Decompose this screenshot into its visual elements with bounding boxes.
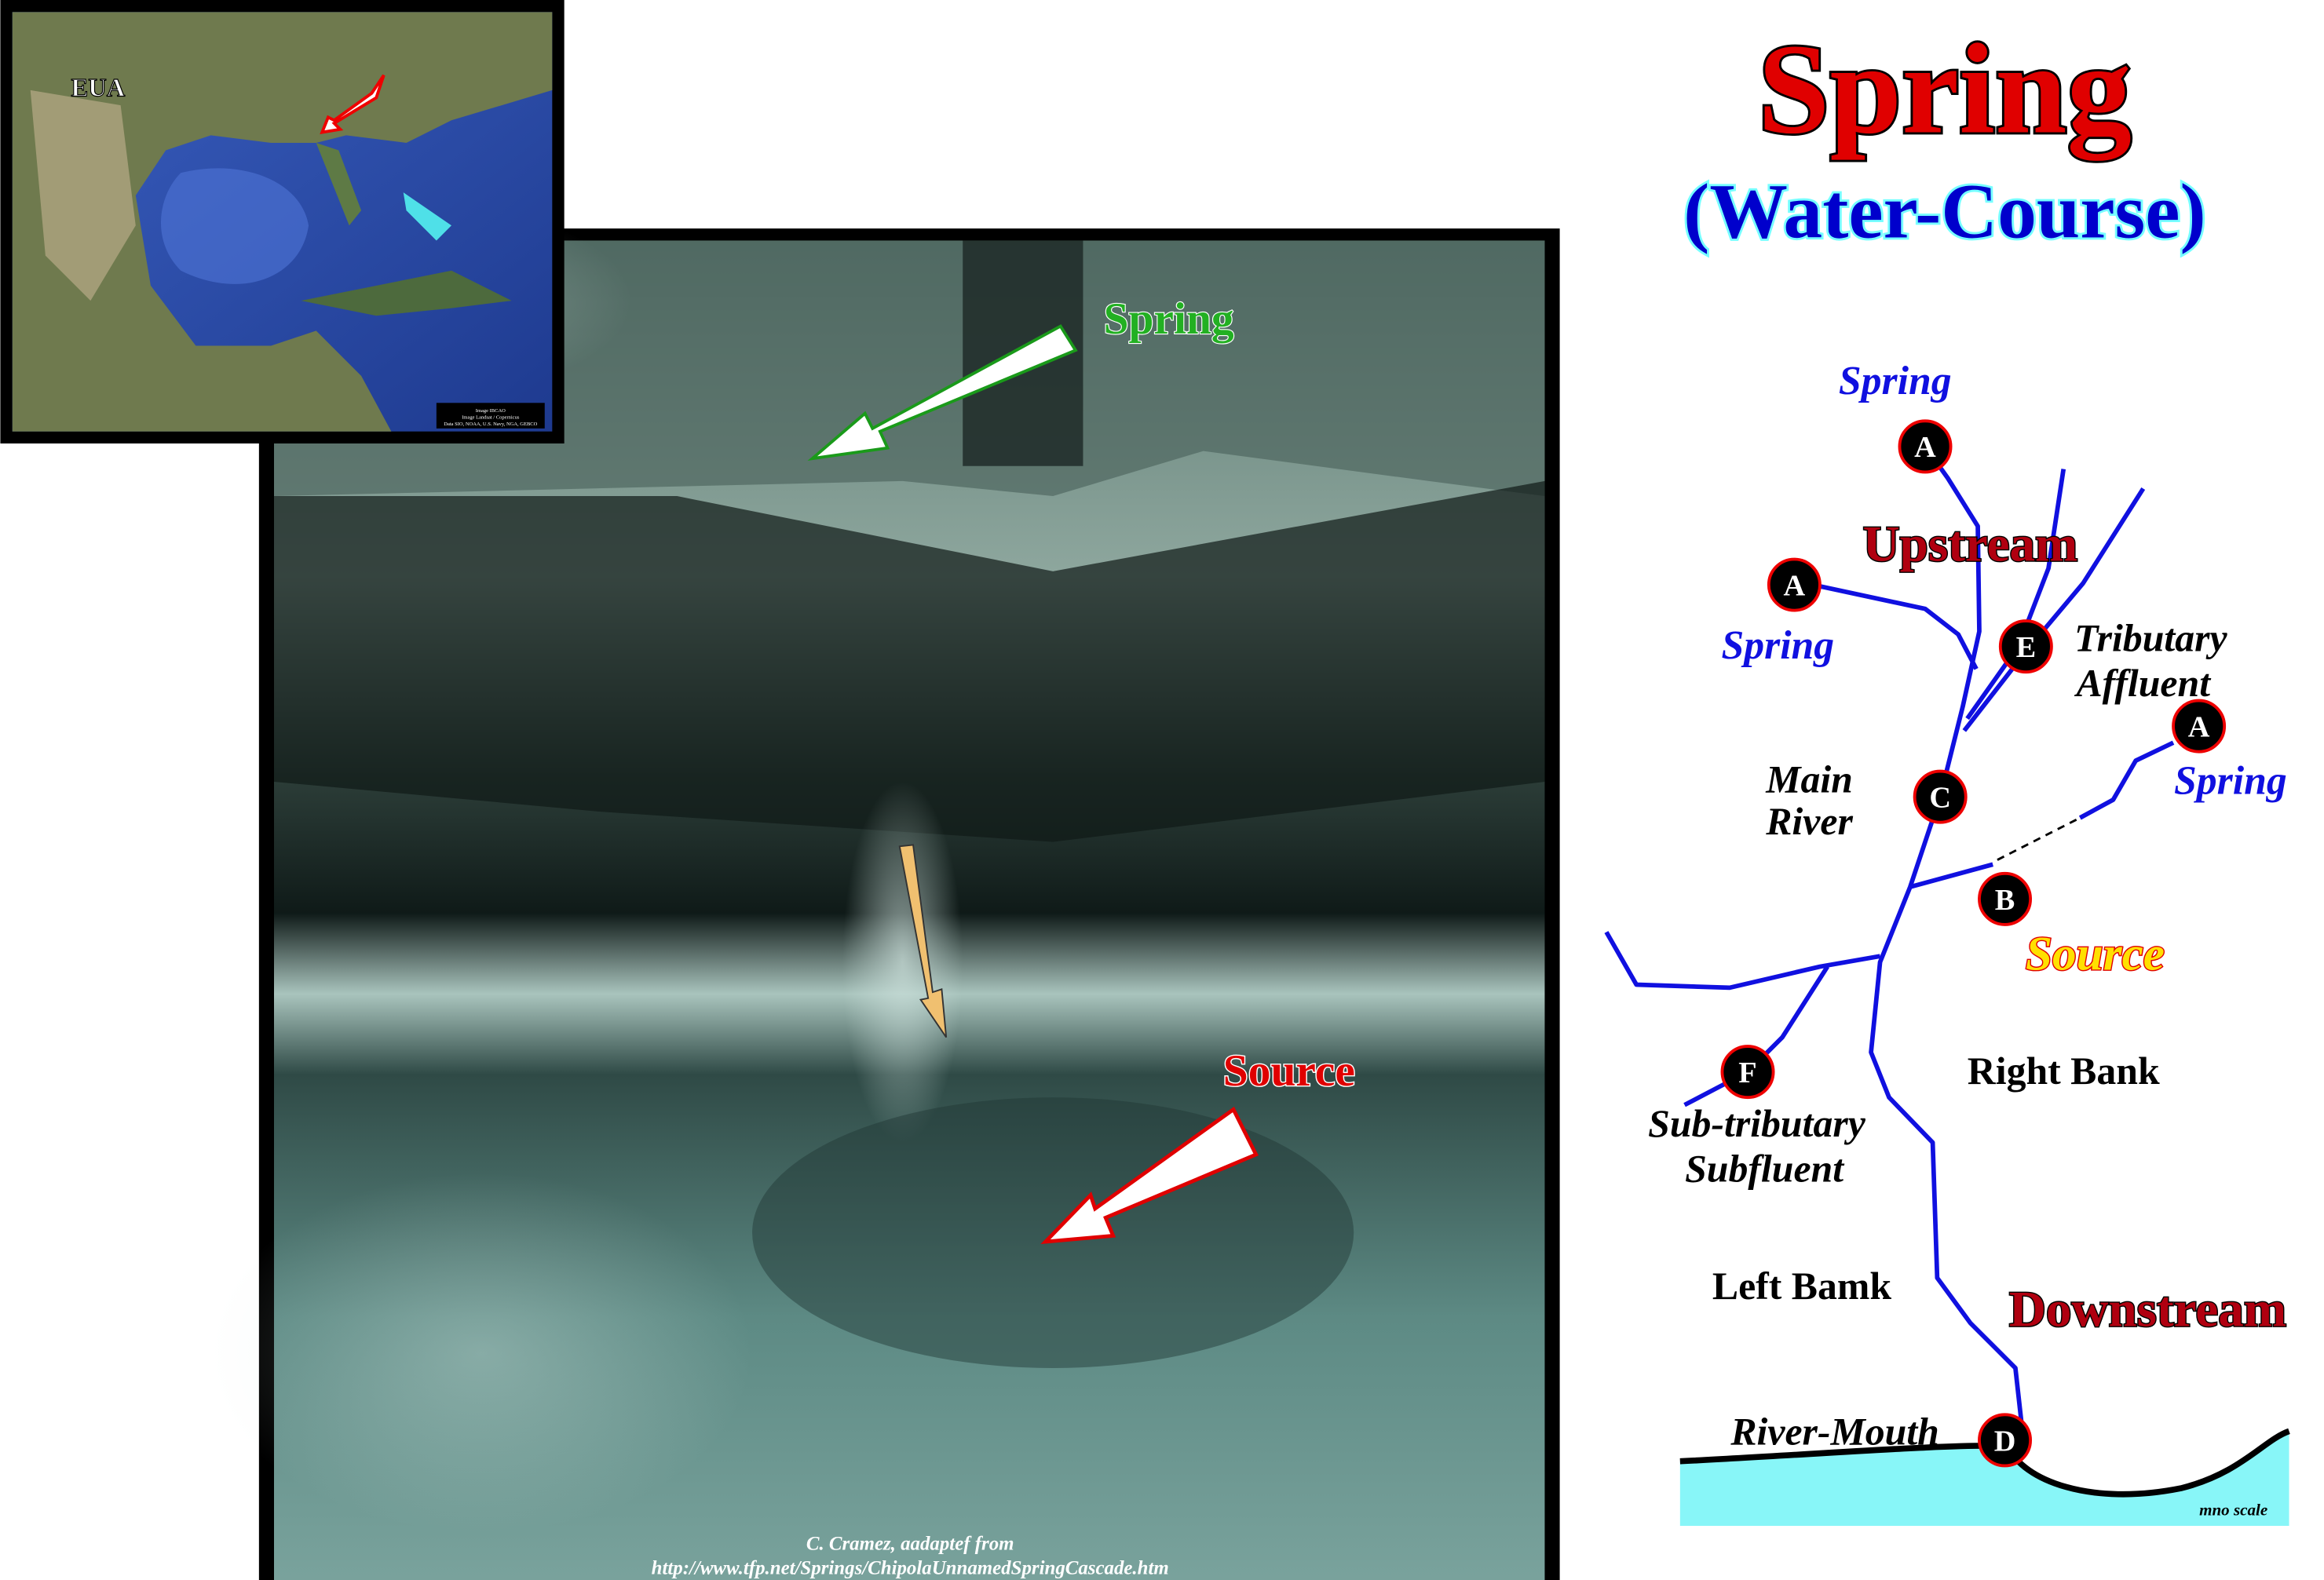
spring-label-right: Spring [2174,758,2287,803]
location-arrow-icon [320,74,386,134]
land-north-america [12,12,553,432]
tributary-branch-1 [1965,469,2066,721]
right-bank-label: Right Bank [1968,1049,2160,1093]
land-cuba [301,270,512,316]
point-a-top: A [1898,419,1953,474]
spring-photo: Spring Source C. Cramez, aadaptef from h… [210,210,1560,1580]
source-branch [1909,862,1993,889]
point-e: E [1998,619,2053,674]
point-a-left: A [1767,557,1822,612]
spring-label-left: Spring [1721,623,1834,668]
scale-note: mno scale [2199,1501,2267,1520]
photo-source-label: Source [1223,1046,1355,1096]
map-label-eua: EUA [71,75,126,103]
photo-credit-url: http://www.tfp.net/Springs/ChipolaUnname… [652,1557,1169,1578]
source-arrow-icon [1040,1106,1259,1245]
left-bank-label: Left Bamk [1712,1264,1891,1308]
photo-spring-label: Spring [1104,294,1234,344]
map-inset: EUA Image IBCAO Image Landsat / Copernic… [0,0,565,444]
svg-text:A: A [2188,711,2210,744]
svg-text:F: F [1738,1056,1756,1089]
affluent-label: Affluent [2074,662,2212,705]
flow-arrow-icon [898,844,948,1038]
land-florida [316,142,362,226]
svg-text:A: A [1784,569,1806,602]
point-f: F [1720,1045,1775,1100]
map-credits-box [436,403,545,429]
map-credit-2: Image Landsat / Copernicus [462,414,520,420]
svg-text:A: A [1914,431,1936,464]
river-label: River [1765,800,1853,843]
coastline [1679,1428,2290,1498]
point-b: B [1978,871,2033,926]
underground-flow-dashed [1997,816,2081,861]
upstream-label: Upstream [1863,516,2078,572]
water-reflection [842,781,963,1143]
svg-text:B: B [1995,884,2015,917]
spring-label-top: Spring [1839,359,1952,403]
main-river [1869,445,2026,1436]
point-d: D [1978,1413,2033,1468]
river-diagram: Spring Spring Spring A A A E C B F D Ups… [1604,359,2290,1527]
map-credit-3: Data SIO, NOAA, U.S. Navy, NGA, GEBCO [444,421,537,427]
spring-branch-right [2078,740,2175,820]
tributary-branch-2 [1962,487,2146,732]
photo-credit-line1: C. Cramez, aadaptef from [806,1534,1014,1555]
page-subtitle: (Water-Course) [1683,168,2205,255]
page-title: Spring [1758,17,2132,162]
svg-text:C: C [1929,782,1951,815]
downstream-label: Downstream [2009,1281,2286,1337]
left-tributary [1604,931,1881,991]
source-label: Source [2026,927,2165,980]
main-label: Main [1765,757,1853,801]
river-mouth-label: River-Mouth [1730,1410,1939,1454]
subfluent-label: Subfluent [1685,1147,1845,1190]
spring-branch-left [1819,584,1979,670]
map-credit-1: Image IBCAO [476,408,506,414]
spring-arrow-icon [807,324,1078,461]
svg-text:E: E [2016,631,2037,664]
tributary-label: Tributary [2074,616,2227,659]
fallen-logs [274,480,1545,842]
svg-text:D: D [1994,1425,2016,1458]
point-markers: A A A E C B F D [1720,419,2227,1468]
point-c: C [1913,769,1968,824]
point-a-right: A [2172,699,2227,754]
sub-tributary-label: Sub-tributary [1648,1102,1866,1145]
